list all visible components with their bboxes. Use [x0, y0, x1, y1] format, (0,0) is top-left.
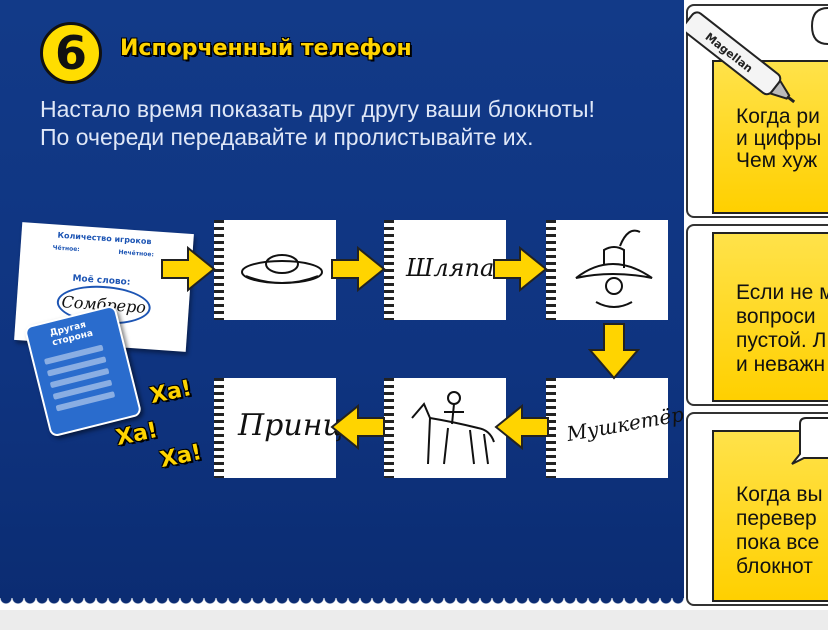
tip-text-line: пустой. Л — [736, 329, 827, 352]
spiral-binding — [546, 378, 556, 478]
tip-text-line: и неважн — [736, 353, 826, 376]
handwritten-word: Принц — [238, 408, 344, 443]
tip-note-3: Когда вы перевер пока все блокнот — [712, 430, 828, 602]
sombrero-drawing — [241, 254, 323, 284]
intro-line-1: Настало время показать друг другу ваши б… — [40, 96, 595, 122]
arrow-down-icon — [588, 323, 640, 380]
tip-text-line: Чем хуж — [736, 149, 818, 172]
handwritten-word: Мушкетёр — [564, 401, 684, 447]
sketch-pad-word-1: Шляпа — [384, 220, 506, 320]
spiral-binding — [546, 220, 556, 320]
list-card-title: Другая сторона — [48, 320, 95, 349]
sketch-pad-sombrero — [214, 220, 336, 320]
laugh-text: Ха! — [157, 439, 204, 474]
arrow-right-icon — [161, 245, 216, 293]
arrow-right-icon — [331, 245, 386, 293]
tip-note-1: Когда ри и цифры Чем хуж — [712, 60, 828, 214]
laugh-text: Ха! — [147, 375, 194, 410]
sketch-pad-word-3: Принц — [214, 378, 343, 478]
laugh-text: Ха! — [113, 417, 160, 452]
tip-frame-2 — [686, 224, 828, 406]
arrow-left-icon — [330, 403, 385, 451]
tip-note-2: Если не м вопроси пустой. Л и неважн — [712, 232, 828, 402]
card-even-label: Чётное: — [52, 244, 80, 254]
tip-text-line: блокнот — [736, 555, 813, 578]
spiral-binding — [214, 378, 224, 478]
horse-rider-drawing — [411, 391, 495, 465]
musketeer-drawing — [575, 229, 653, 308]
speech-bubble-icon — [810, 7, 828, 45]
tip-text-line: вопроси — [736, 305, 816, 328]
tip-text-line: пока все — [736, 531, 820, 554]
sketch-pad-prince-drawing — [384, 378, 506, 478]
tip-text-line: Когда вы — [736, 483, 823, 506]
page-title: Испорченный телефон — [120, 36, 412, 61]
spiral-binding — [214, 220, 224, 320]
sketch-pad-musketeer-drawing — [546, 220, 668, 320]
spiral-binding — [384, 378, 394, 478]
intro-line-2: По очереди передавайте и пролистывайте и… — [40, 124, 534, 150]
tip-frame-3 — [686, 412, 828, 606]
tip-text-line: Если не м — [736, 281, 828, 304]
spiral-binding — [384, 220, 394, 320]
tip-frame-1 — [686, 4, 828, 218]
arrow-right-icon — [493, 245, 548, 293]
speech-bubble-icon — [791, 417, 828, 465]
tip-text-line: Когда ри — [736, 105, 820, 128]
tip-text-line: перевер — [736, 507, 817, 530]
card-heading: Количество игроков — [57, 230, 152, 247]
arrow-left-icon — [494, 403, 549, 451]
tip-text-line: и цифры — [736, 127, 822, 150]
sketch-pad-word-2: Мушкетёр — [546, 378, 684, 478]
bottom-strip — [0, 610, 828, 630]
marker-pen-icon: Magellan — [686, 11, 796, 104]
card-odd-label: Нечётное: — [118, 248, 155, 259]
instruction-panel: 6 Испорченный телефон Настало время пока… — [0, 0, 684, 606]
step-number-badge: 6 — [40, 22, 102, 84]
handwritten-word: Шляпа — [406, 254, 495, 282]
